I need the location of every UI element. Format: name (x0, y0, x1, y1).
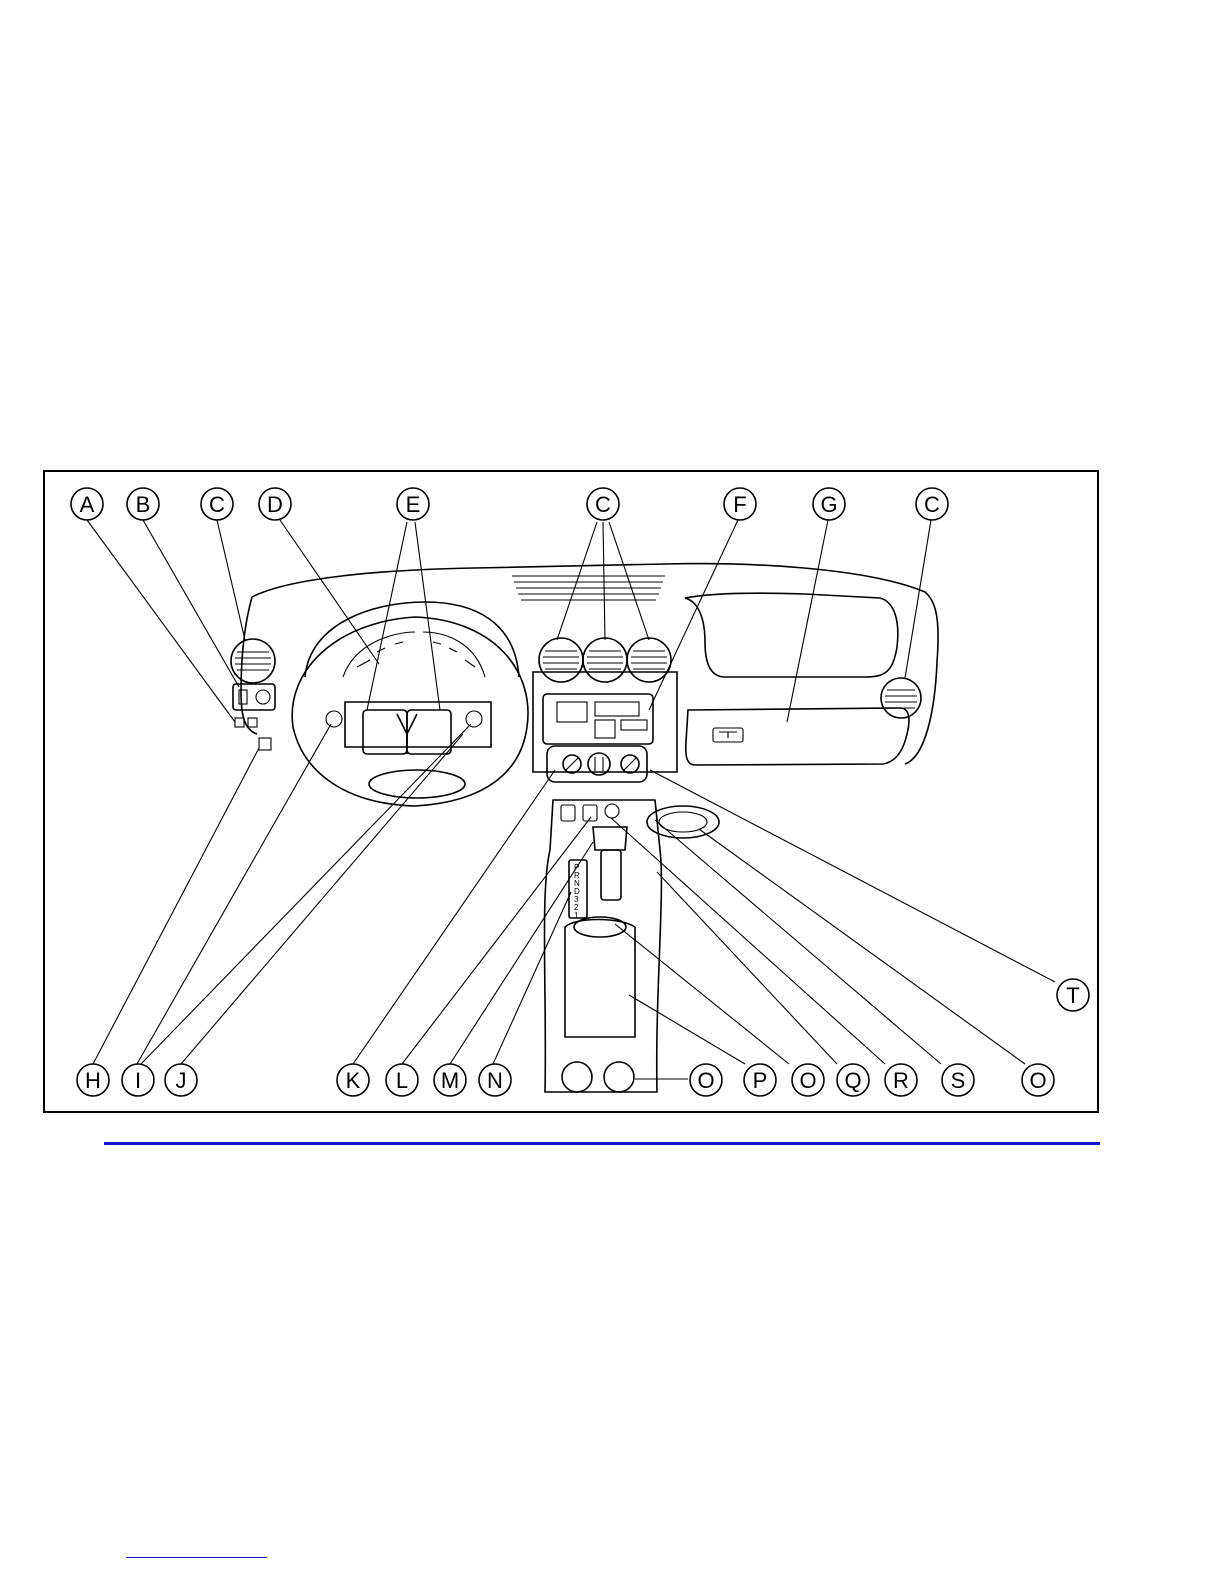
callout-t-letter: T (1066, 983, 1079, 1008)
callout-s: S (942, 1064, 974, 1096)
callout-d: D (259, 488, 291, 520)
callout-k-letter: K (346, 1068, 361, 1093)
footer-link-underline[interactable] (126, 1557, 267, 1558)
dashboard-drawing (231, 564, 938, 1092)
callout-o-3: O (1022, 1064, 1054, 1096)
callout-h: H (77, 1064, 109, 1096)
callout-s-letter: S (951, 1068, 966, 1093)
callout-r-letter: R (893, 1068, 909, 1093)
callout-g: G (813, 488, 845, 520)
callout-c: C (201, 488, 233, 520)
callout-i: I (122, 1064, 154, 1096)
callout-m-letter: M (441, 1068, 459, 1093)
callout-m: M (434, 1064, 466, 1096)
callout-c-letter: C (209, 492, 225, 517)
callout-j-letter: J (176, 1068, 187, 1093)
callout-q-letter: Q (844, 1068, 861, 1093)
callout-n: N (479, 1064, 511, 1096)
callout-t: T (1057, 979, 1089, 1011)
callout-e-letter: E (406, 492, 421, 517)
callout-b: B (127, 488, 159, 520)
callout-f-letter: F (733, 492, 746, 517)
callout-c-right-letter: C (924, 492, 940, 517)
callout-l-letter: L (396, 1068, 408, 1093)
gate-letter: 1 (574, 911, 579, 920)
callout-a: A (71, 488, 103, 520)
shifter-gate: P R N D 3 2 1 (574, 863, 580, 920)
callout-l: L (386, 1064, 418, 1096)
callout-d-letter: D (267, 492, 283, 517)
callout-r: R (885, 1064, 917, 1096)
callout-c-center: C (587, 488, 619, 520)
callout-j: J (165, 1064, 197, 1096)
callout-o-2: O (792, 1064, 824, 1096)
section-divider-rule (104, 1142, 1100, 1145)
callout-o-1: O (690, 1064, 722, 1096)
callout-h-letter: H (85, 1068, 101, 1093)
callout-f: F (724, 488, 756, 520)
instrument-panel-illustration: P R N D 3 2 1 (45, 472, 1101, 1115)
callout-e: E (397, 488, 429, 520)
callout-k: K (337, 1064, 369, 1096)
callout-p: P (744, 1064, 776, 1096)
callout-q: Q (837, 1064, 869, 1096)
callout-n-letter: N (487, 1068, 503, 1093)
callout-c-right: C (916, 488, 948, 520)
callout-c-center-letter: C (595, 492, 611, 517)
callout-i-letter: I (135, 1068, 141, 1093)
callout-o-1-letter: O (697, 1068, 714, 1093)
callout-a-letter: A (80, 492, 95, 517)
callout-g-letter: G (820, 492, 837, 517)
callout-b-letter: B (136, 492, 151, 517)
callout-o-3-letter: O (1029, 1068, 1046, 1093)
instrument-panel-figure: P R N D 3 2 1 (43, 470, 1099, 1113)
callout-p-letter: P (753, 1068, 768, 1093)
callout-o-2-letter: O (799, 1068, 816, 1093)
